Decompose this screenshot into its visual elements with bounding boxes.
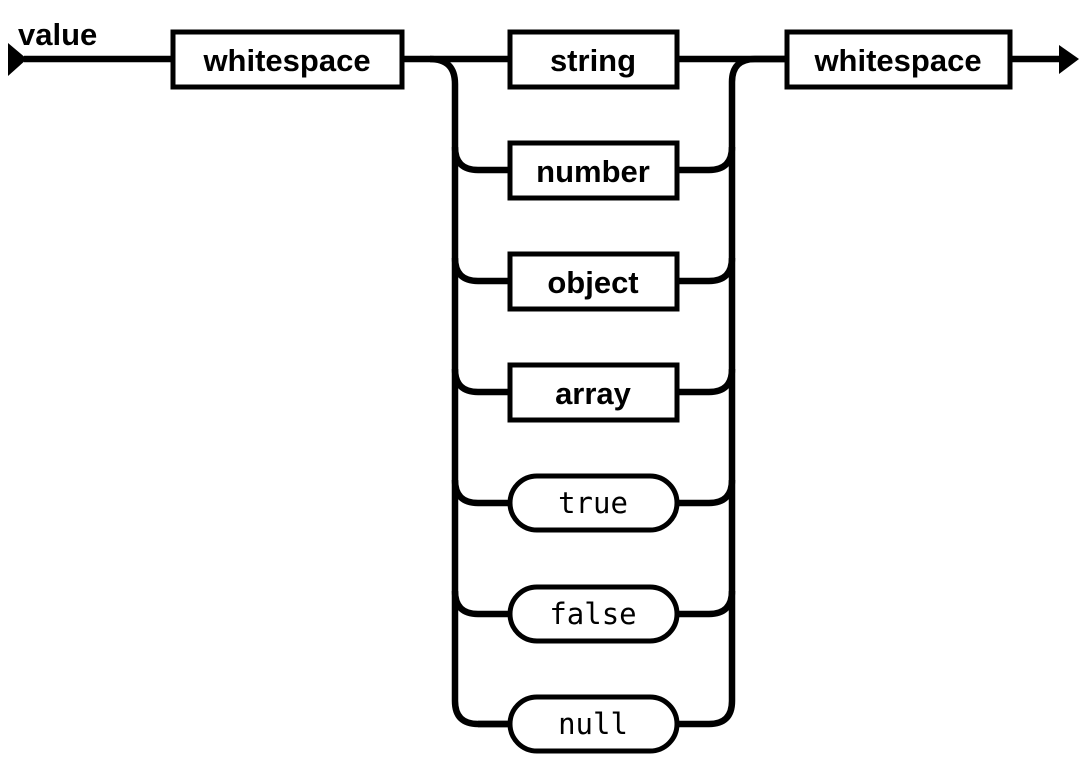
node-object: object <box>507 251 680 312</box>
node-label-object: object <box>547 265 638 300</box>
diagram-title: value <box>18 17 97 52</box>
node-box-string <box>507 29 680 90</box>
node-array: array <box>507 362 680 423</box>
end-arrow-icon <box>1059 45 1079 74</box>
left-branch-line <box>429 55 512 728</box>
node-box-array <box>507 362 680 423</box>
node-label-null: null <box>558 707 628 741</box>
node-label-false: false <box>549 597 636 631</box>
node-label-whitespace-entry: whitespace <box>202 43 370 78</box>
node-number: number <box>507 140 680 201</box>
node-box-number <box>507 140 680 201</box>
row-line-null-and-right-join <box>478 55 790 728</box>
node-label-string: string <box>550 43 636 78</box>
node-label-true: true <box>558 486 628 520</box>
node-false: false <box>507 584 680 644</box>
node-whitespace-exit: whitespace <box>784 29 1013 90</box>
node-pill-false <box>507 584 680 644</box>
node-label-array: array <box>555 376 632 411</box>
node-label-whitespace-exit: whitespace <box>813 43 981 78</box>
start-arrow-icon <box>8 43 27 76</box>
node-pill-null <box>507 694 680 754</box>
node-null: null <box>507 694 680 754</box>
node-box-object <box>507 251 680 312</box>
node-label-number: number <box>536 154 650 189</box>
node-pill-true <box>507 473 680 533</box>
node-box-whitespace-entry <box>170 29 405 90</box>
node-string: string <box>507 29 680 90</box>
node-whitespace-entry: whitespace <box>170 29 405 90</box>
node-box-whitespace-exit <box>784 29 1013 90</box>
node-true: true <box>507 473 680 533</box>
